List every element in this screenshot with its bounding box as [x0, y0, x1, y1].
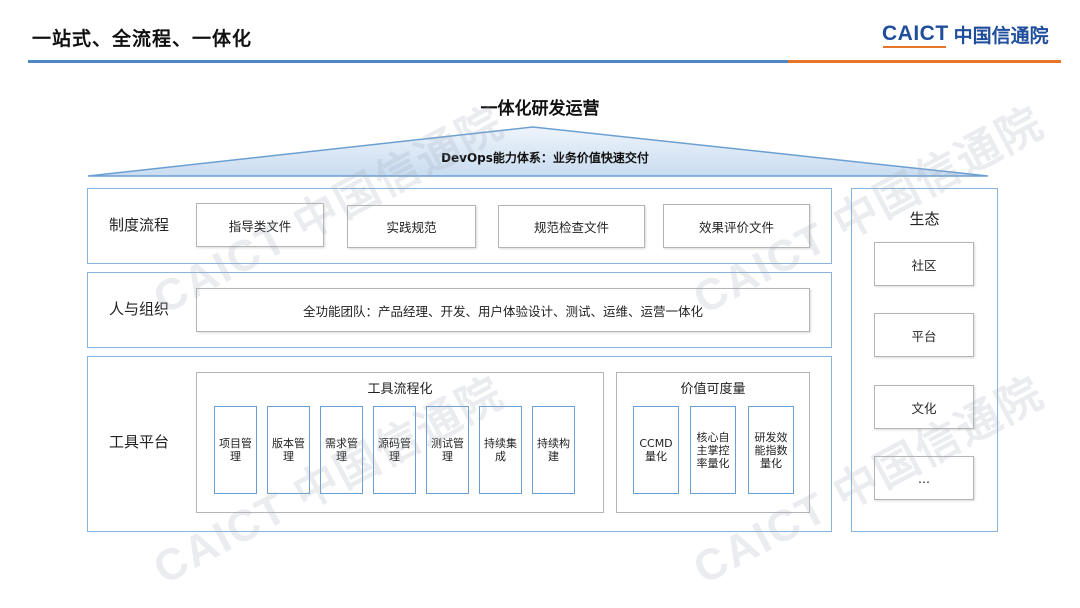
roof-triangle	[87, 126, 989, 177]
tool-flow-title: 工具流程化	[367, 382, 433, 397]
logo-text-en: CAICT	[882, 22, 949, 45]
ecosystem-platform: 平台	[874, 313, 974, 357]
ecosystem-community: 社区	[874, 242, 974, 286]
logo-text-zh: 中国信通院	[953, 24, 1049, 47]
process-row-label: 制度流程	[109, 216, 170, 234]
tool-test-mgmt: 测试管理	[426, 406, 469, 494]
value-core-control: 核心自主掌控率量化	[690, 406, 736, 494]
tool-continuous-build: 持续构建	[532, 406, 575, 494]
tool-requirement-mgmt: 需求管理	[320, 406, 363, 494]
slide-title: 一站式、全流程、一体化	[32, 28, 253, 50]
people-row-label: 人与组织	[109, 300, 170, 318]
ecosystem-more: ...	[874, 456, 974, 500]
logo-underline	[883, 46, 946, 48]
tool-version-mgmt: 版本管理	[267, 406, 310, 494]
process-item-check-docs: 规范检查文件	[498, 205, 645, 248]
caict-logo: CAICT 中国信通院	[882, 20, 1049, 48]
value-ccmd: CCMD量化	[633, 406, 679, 494]
diagram-title: 一体化研发运营	[480, 99, 600, 119]
ecosystem-title: 生态	[909, 210, 940, 228]
tools-row-label: 工具平台	[109, 433, 170, 451]
tool-source-mgmt: 源码管理	[373, 406, 416, 494]
ecosystem-culture: 文化	[874, 385, 974, 429]
roof-label: DevOps能力体系：业务价值快速交付	[441, 151, 649, 165]
tool-project-mgmt: 项目管理	[214, 406, 257, 494]
value-efficiency-index: 研发效能指数量化	[748, 406, 794, 494]
value-measure-title: 价值可度量	[680, 382, 746, 397]
people-team-box: 全功能团队：产品经理、开发、用户体验设计、测试、运维、运营一体化	[196, 288, 810, 332]
process-item-practice-spec: 实践规范	[347, 205, 476, 248]
tool-continuous-integration: 持续集成	[479, 406, 522, 494]
header-rule-blue	[28, 60, 788, 63]
header-rule-orange	[788, 60, 1061, 63]
process-item-eval-docs: 效果评价文件	[663, 204, 810, 248]
process-item-guide-docs: 指导类文件	[196, 203, 324, 247]
